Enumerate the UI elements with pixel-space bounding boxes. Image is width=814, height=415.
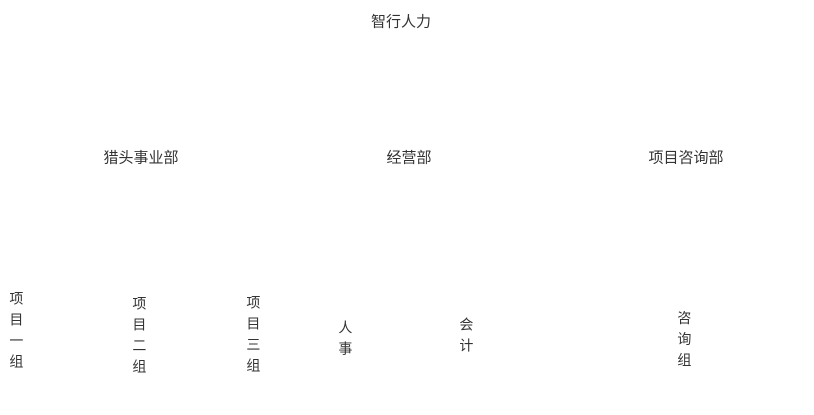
- org-node-group-hr[interactable]: 人事: [337, 320, 354, 362]
- org-node-group-project-3[interactable]: 项目三组: [245, 295, 262, 379]
- org-node-dept-operations[interactable]: 经营部: [386, 149, 432, 167]
- org-node-group-project-2[interactable]: 项目二组: [131, 296, 148, 380]
- org-node-dept-project-consulting[interactable]: 项目咨询部: [648, 149, 724, 167]
- org-node-group-accounting[interactable]: 会计: [458, 317, 475, 359]
- org-node-company[interactable]: 智行人力: [370, 13, 432, 31]
- org-node-dept-headhunting[interactable]: 猎头事业部: [103, 149, 179, 167]
- org-node-group-project-1[interactable]: 项目一组: [8, 291, 25, 375]
- org-node-group-consulting[interactable]: 咨询组: [676, 310, 693, 374]
